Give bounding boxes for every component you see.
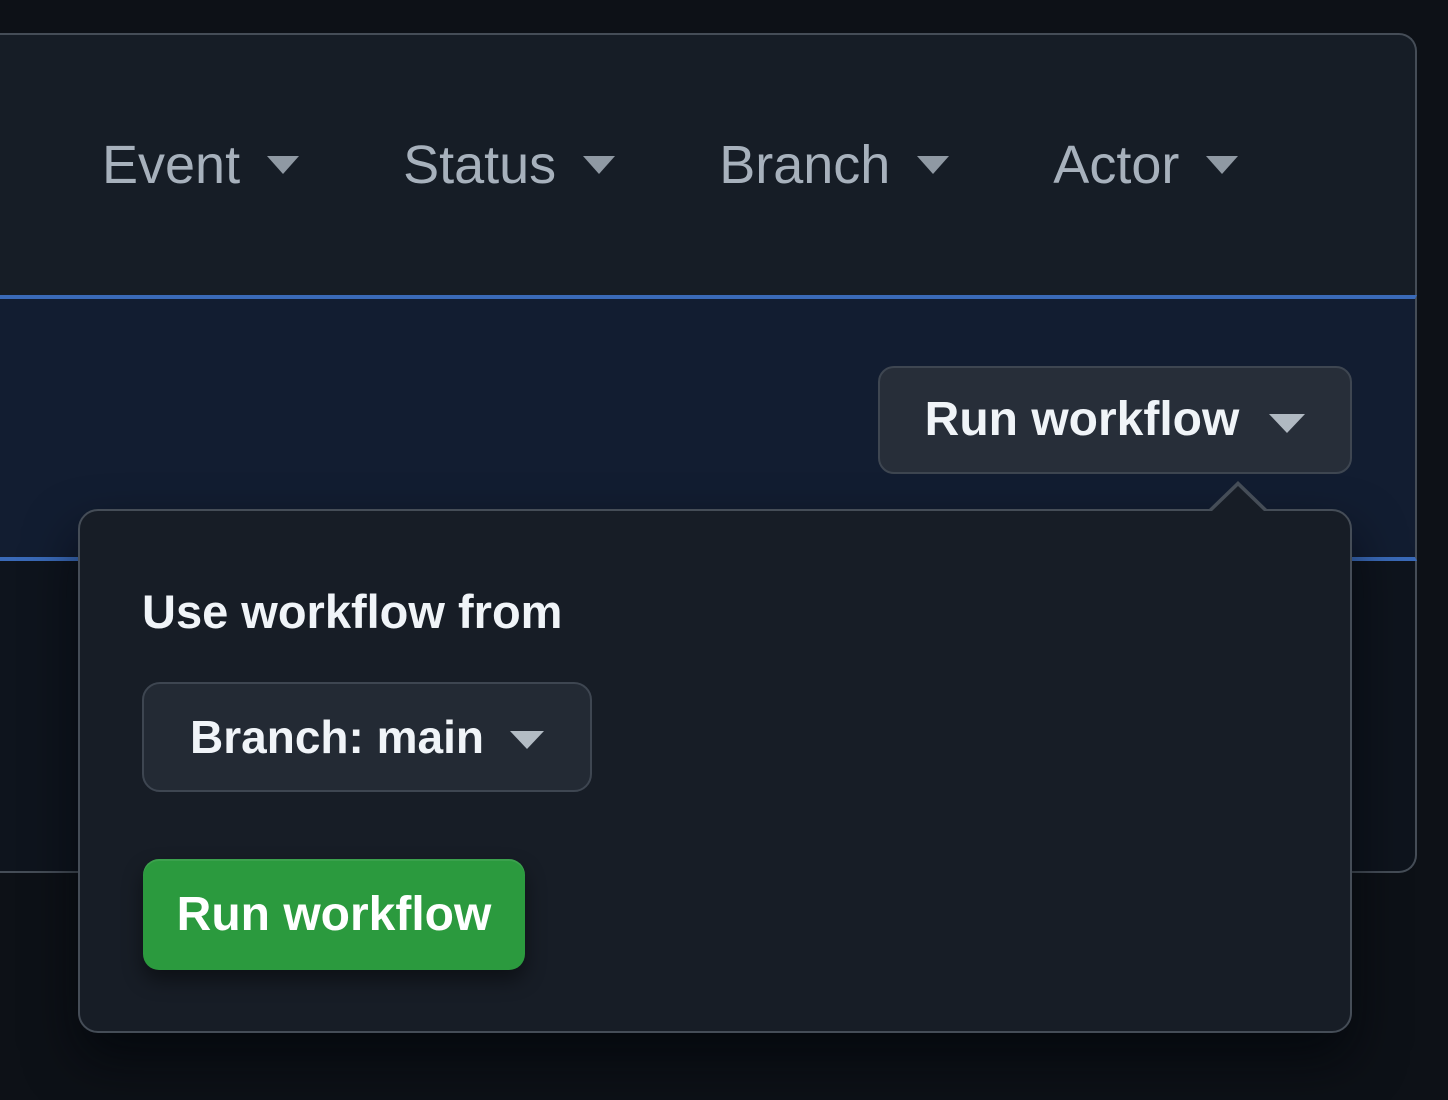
filter-branch[interactable]: Branch xyxy=(719,135,950,195)
filter-actor[interactable]: Actor xyxy=(1053,135,1239,195)
chevron-down-icon xyxy=(917,156,950,174)
runs-filter-bar: Event Status Branch Actor xyxy=(0,33,1417,295)
filter-event-label: Event xyxy=(102,135,241,195)
run-workflow-submit-label: Run workflow xyxy=(176,887,492,941)
filter-status[interactable]: Status xyxy=(403,135,616,195)
branch-selector-label: Branch: main xyxy=(190,711,484,763)
filter-branch-label: Branch xyxy=(719,135,891,195)
branch-selector-button[interactable]: Branch: main xyxy=(142,682,592,792)
chevron-down-icon xyxy=(583,156,616,174)
popover-arrow-fill xyxy=(1211,486,1265,512)
run-workflow-dropdown-button[interactable]: Run workflow xyxy=(878,366,1352,474)
run-workflow-dropdown-label: Run workflow xyxy=(924,393,1240,446)
chevron-down-icon xyxy=(267,156,300,174)
chevron-down-icon xyxy=(509,731,544,749)
filter-event[interactable]: Event xyxy=(102,135,300,195)
run-workflow-submit-button[interactable]: Run workflow xyxy=(143,859,525,970)
run-workflow-popover: Use workflow from Branch: main Run workf… xyxy=(78,481,1352,1033)
filter-status-label: Status xyxy=(403,135,557,195)
chevron-down-icon xyxy=(1269,413,1306,433)
filter-actor-label: Actor xyxy=(1053,135,1180,195)
chevron-down-icon xyxy=(1206,156,1239,174)
popover-heading: Use workflow from xyxy=(142,585,563,638)
